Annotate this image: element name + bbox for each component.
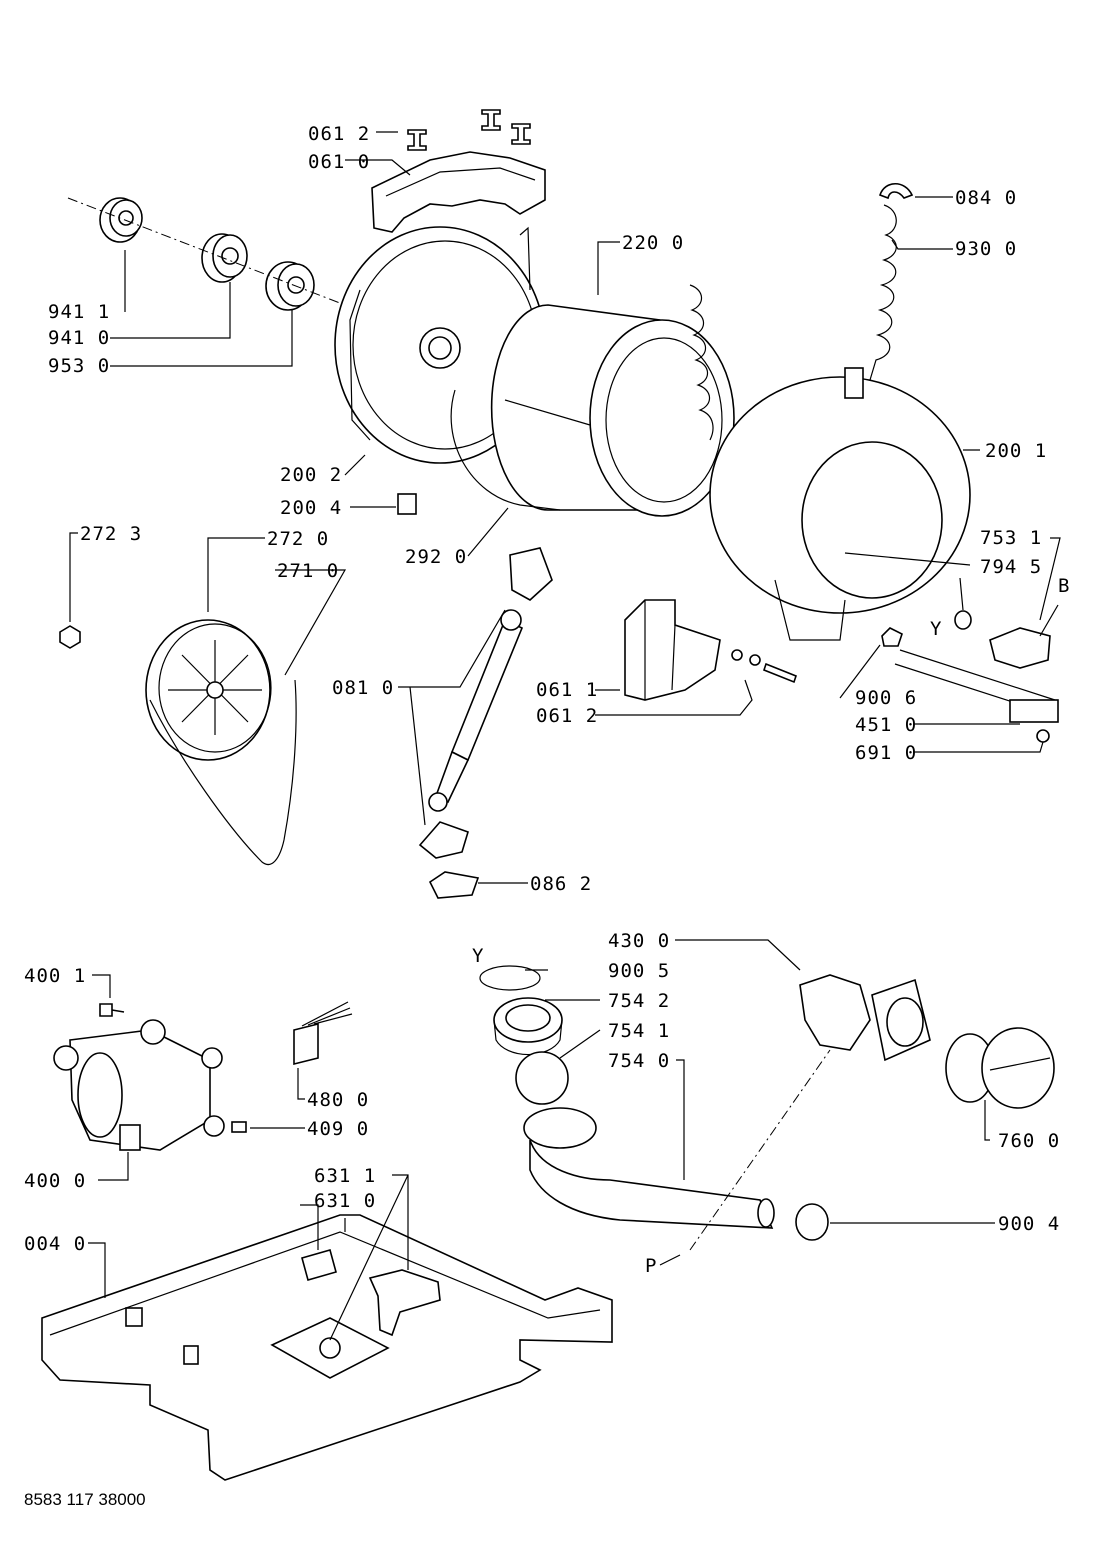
spring-9300-part — [689, 204, 897, 441]
drum-part — [490, 304, 735, 517]
base-frame-part — [41, 1214, 613, 1481]
tub-seal-ring-part — [450, 389, 561, 511]
pulley-nut-part — [59, 625, 81, 649]
label-9530: 953 0 — [48, 355, 110, 377]
motor-pin-4001-part — [99, 1003, 125, 1017]
label-0810: 081 0 — [332, 677, 394, 699]
ball-7541-part — [515, 1051, 569, 1105]
filter-seal-7542-part — [493, 997, 563, 1056]
shock-absorber-part — [428, 547, 553, 812]
motor-connector-4090-part — [231, 1121, 247, 1133]
label-9005: 900 5 — [608, 960, 670, 982]
label-6310: 631 0 — [314, 1190, 376, 1212]
label-7600: 760 0 — [998, 1130, 1060, 1152]
label-9300: 930 0 — [955, 238, 1017, 260]
label-0610: 061 0 — [308, 151, 370, 173]
label-6311: 631 1 — [314, 1165, 376, 1187]
label-2001: 200 1 — [985, 440, 1047, 462]
label-7945: 794 5 — [980, 556, 1042, 578]
label-2710: 271 0 — [277, 560, 339, 582]
base-connector-part — [301, 1249, 337, 1281]
drain-hose-part — [523, 1107, 775, 1229]
hose-clamp-9005-part — [479, 965, 541, 991]
wiring-connector-part — [293, 1001, 353, 1066]
label-0612-bottom: 061 2 — [536, 705, 598, 727]
label-9006: 900 6 — [855, 687, 917, 709]
label-9004: 900 4 — [998, 1213, 1060, 1235]
counterweight-front-part — [624, 599, 721, 701]
spring-hook-part — [878, 182, 914, 200]
pump-filter-part — [945, 1027, 1055, 1109]
base-support-part — [368, 1269, 441, 1337]
front-tub-part — [709, 367, 971, 641]
label-4001: 400 1 — [24, 965, 86, 987]
label-2920: 292 0 — [405, 546, 467, 568]
label-7542: 754 2 — [608, 990, 670, 1012]
label-6910: 691 0 — [855, 742, 917, 764]
label-4300: 430 0 — [608, 930, 670, 952]
heater-element-part — [894, 649, 1059, 723]
hose-clamp-9004-part — [795, 1203, 829, 1241]
label-0840: 084 0 — [955, 187, 1017, 209]
clip-2004-part — [397, 493, 417, 515]
label-4800: 480 0 — [307, 1089, 369, 1111]
label-0612-top: 061 2 — [308, 123, 370, 145]
drive-belt-part — [149, 679, 297, 866]
grommet-part — [954, 610, 972, 630]
motor-part — [53, 1019, 225, 1151]
leader-lines — [69, 131, 1061, 1341]
pulley-part — [145, 619, 272, 761]
label-9411: 941 1 — [48, 301, 110, 323]
label-P: P — [645, 1255, 657, 1277]
bearing-9411-part — [99, 197, 143, 243]
label-B: B — [1058, 575, 1070, 597]
label-4000: 400 0 — [24, 1170, 86, 1192]
clip-0612-part — [407, 109, 531, 151]
label-7541: 754 1 — [608, 1020, 670, 1042]
label-2002: 200 2 — [280, 464, 342, 486]
thermostat-part — [989, 604, 1059, 669]
heater-bracket-part — [881, 627, 903, 647]
label-4090: 409 0 — [307, 1118, 369, 1140]
callout-labels: 061 2 061 0 084 0 930 0 220 0 941 1 941 … — [24, 123, 1070, 1277]
bolt-0612-part — [731, 649, 797, 684]
temperature-sensor-part — [1036, 729, 1050, 743]
label-2200: 220 0 — [622, 232, 684, 254]
seal-9530-part — [265, 261, 315, 311]
label-9410: 941 0 — [48, 327, 110, 349]
label-7540: 754 0 — [608, 1050, 670, 1072]
label-7531: 753 1 — [980, 527, 1042, 549]
drawing-number: 8583 117 38000 — [24, 1490, 146, 1509]
label-0611: 061 1 — [536, 679, 598, 701]
bearing-axis — [67, 197, 346, 306]
counterweight-top-part — [371, 151, 546, 233]
label-2004: 200 4 — [280, 497, 342, 519]
label-Y-tub: Y — [930, 618, 942, 640]
drain-pump-part — [799, 974, 931, 1062]
label-Y-filter: Y — [472, 945, 484, 967]
shock-mount-part — [418, 821, 480, 899]
label-4510: 451 0 — [855, 714, 917, 736]
label-2723: 272 3 — [80, 523, 142, 545]
label-0862: 086 2 — [530, 873, 592, 895]
label-0040: 004 0 — [24, 1233, 86, 1255]
label-2720: 272 0 — [267, 528, 329, 550]
